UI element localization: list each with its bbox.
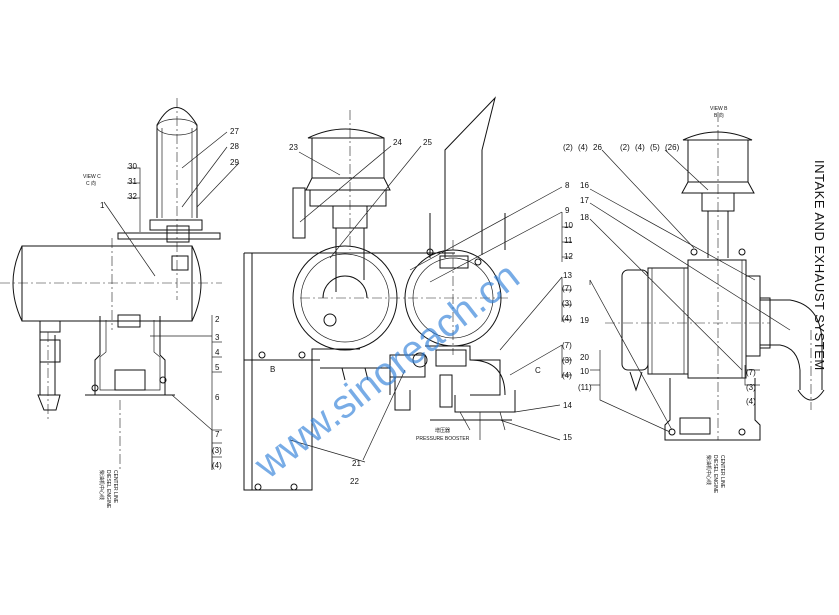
callout-27: 27 xyxy=(230,127,239,136)
callout-22: 22 xyxy=(350,477,359,486)
pressure-booster-cn: 增压器 xyxy=(435,427,450,434)
callout-25: 25 xyxy=(423,138,432,147)
callout-10b: 10 xyxy=(580,367,589,376)
section-b-label: B xyxy=(270,365,275,374)
engine-center-cn-right: 柴油机中心线 xyxy=(705,455,712,485)
callout-13: 13 xyxy=(563,271,572,280)
callout-11: 11 xyxy=(564,236,573,245)
view-c-drawing xyxy=(0,98,240,470)
callout-r2p: (2) xyxy=(563,143,573,152)
callout-n7p: (7) xyxy=(562,341,572,350)
callout-12: 12 xyxy=(564,252,573,261)
callout-18: 18 xyxy=(580,213,589,222)
callout-n3p: (3) xyxy=(562,356,572,365)
callout-1: 1 xyxy=(100,201,105,210)
callout-5: 5 xyxy=(215,363,220,372)
callout-6: 6 xyxy=(215,393,220,402)
drawing-title: INTAKE AND EXHAUST SYSTEM xyxy=(812,160,827,371)
callout-q26p: (26) xyxy=(665,143,680,152)
callout-32: 32 xyxy=(128,192,137,201)
callout-3p: (3) xyxy=(212,446,222,455)
callout-r26: 26 xyxy=(593,143,602,152)
callout-s7p: (7) xyxy=(746,368,756,377)
callout-21: 21 xyxy=(352,459,361,468)
callout-20: 20 xyxy=(580,353,589,362)
callout-s3p: (3) xyxy=(746,383,756,392)
callout-q4p: (4) xyxy=(635,143,645,152)
view-b-cn-label: B 向 xyxy=(714,112,724,119)
callout-m7p: (7) xyxy=(562,284,572,293)
callout-m3p: (3) xyxy=(562,299,572,308)
callout-n4p: (4) xyxy=(562,371,572,380)
callout-q2p: (2) xyxy=(620,143,630,152)
callout-3: 3 xyxy=(215,333,220,342)
callout-11p: (11) xyxy=(578,383,592,392)
engine-center-2-left: CENTER LINE xyxy=(112,470,118,504)
callout-16: 16 xyxy=(580,181,589,190)
callout-9: 9 xyxy=(565,206,570,215)
callout-14: 14 xyxy=(563,401,572,410)
engine-center-2-right: CENTER LINE xyxy=(719,455,725,489)
callout-r4p: (4) xyxy=(578,143,588,152)
callout-31: 31 xyxy=(128,177,137,186)
engine-center-1-right: DIESEL ENGINE xyxy=(712,455,718,494)
callout-4: 4 xyxy=(215,348,220,357)
callout-23: 23 xyxy=(289,143,298,152)
callout-15: 15 xyxy=(563,433,572,442)
main-section-drawing xyxy=(243,96,572,491)
view-c-label: VIEW C xyxy=(83,174,101,180)
view-c-cn-label: C 向 xyxy=(86,180,96,187)
callout-2: 2 xyxy=(215,315,220,324)
callout-10: 10 xyxy=(564,221,573,230)
view-b-label: VIEW B xyxy=(710,106,728,112)
callout-4p: (4) xyxy=(212,461,222,470)
callout-q5p: (5) xyxy=(650,143,660,152)
callout-8: 8 xyxy=(565,181,570,190)
callout-30: 30 xyxy=(128,162,137,171)
callout-29: 29 xyxy=(230,158,239,167)
callout-s4p: (4) xyxy=(746,397,756,406)
callout-17: 17 xyxy=(580,196,589,205)
pressure-booster-label: PRESSURE BOOSTER xyxy=(416,436,470,442)
view-b-drawing xyxy=(589,112,825,441)
callout-19: 19 xyxy=(580,316,589,325)
callout-m4p: (4) xyxy=(562,314,572,323)
watermark: www.sinoreach.cn xyxy=(246,254,528,488)
section-c-label: C xyxy=(535,366,541,375)
callout-24: 24 xyxy=(393,138,402,147)
callout-7: 7 xyxy=(215,430,220,439)
callout-28: 28 xyxy=(230,142,239,151)
engine-center-cn-left: 柴油机中心线 xyxy=(98,470,105,500)
engine-center-1-left: DIESEL ENGINE xyxy=(105,470,111,509)
